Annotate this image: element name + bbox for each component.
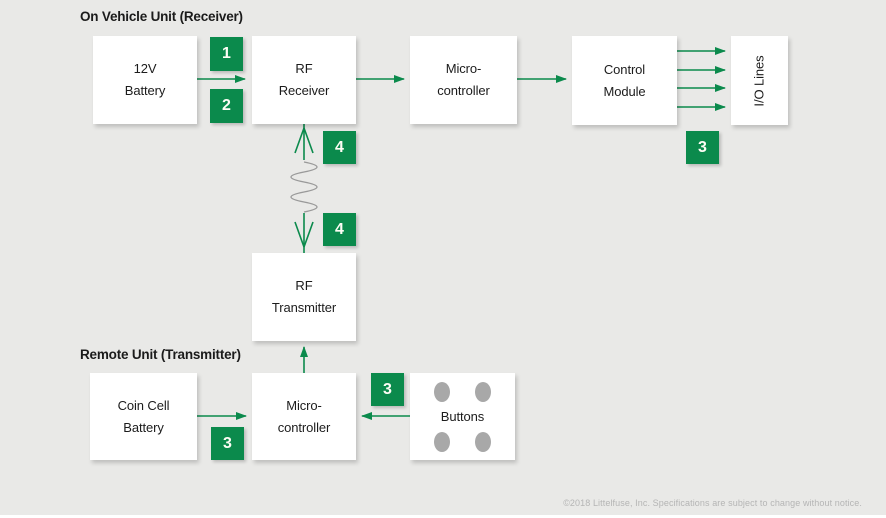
- box-label: 12V: [133, 61, 157, 76]
- box-label: controller: [277, 419, 331, 435]
- step-badge-4-upper: 4: [323, 131, 356, 164]
- bottom-margin: [0, 515, 886, 518]
- box-label: RF: [295, 278, 313, 293]
- box-microcontroller-receiver: Micro- controller: [410, 36, 517, 124]
- button-dot: [475, 432, 491, 452]
- box-12v-battery: 12V Battery: [93, 36, 197, 124]
- step-badge-1: 1: [210, 37, 243, 71]
- step-badge-3-io: 3: [686, 131, 719, 164]
- box-coin-cell-battery: Coin Cell Battery: [90, 373, 197, 460]
- rf-wave-icon: [290, 161, 318, 213]
- box-rf-transmitter: RF Transmitter: [252, 253, 356, 341]
- box-buttons: Buttons: [410, 373, 515, 460]
- copyright-notice: ©2018 Littelfuse, Inc. Specifications ar…: [563, 498, 862, 508]
- box-label: Battery: [123, 419, 164, 435]
- box-label: Module: [603, 83, 646, 99]
- box-label: Battery: [124, 83, 166, 98]
- box-label: RF: [295, 61, 313, 76]
- box-io-lines: I/O Lines: [731, 36, 788, 125]
- box-microcontroller-remote: Micro- controller: [252, 373, 356, 460]
- section-title-receiver: On Vehicle Unit (Receiver): [80, 9, 243, 24]
- box-rf-receiver: RF Receiver: [252, 36, 356, 124]
- box-label: Micro-: [445, 61, 482, 76]
- section-title-transmitter: Remote Unit (Transmitter): [80, 347, 241, 362]
- arrows-control-module-to-io-lines: [677, 47, 726, 111]
- button-dot: [475, 382, 491, 402]
- antenna-down-icon: [294, 213, 314, 253]
- button-dot: [434, 432, 450, 452]
- box-label: Coin Cell: [117, 397, 170, 413]
- step-badge-3-buttons: 3: [371, 373, 404, 406]
- box-label: Buttons: [440, 408, 485, 424]
- box-label-rotated: I/O Lines: [751, 54, 767, 107]
- box-label: Receiver: [278, 83, 330, 98]
- box-control-module: Control Module: [572, 36, 677, 125]
- button-dot: [434, 382, 450, 402]
- step-badge-2: 2: [210, 89, 243, 123]
- step-badge-4-lower: 4: [323, 213, 356, 246]
- box-label: controller: [437, 83, 490, 98]
- box-label: Control: [603, 61, 646, 77]
- antenna-up-icon: [294, 124, 314, 160]
- step-badge-3-coin: 3: [211, 427, 244, 460]
- box-label: Transmitter: [271, 300, 337, 315]
- box-label: Micro-: [286, 397, 322, 413]
